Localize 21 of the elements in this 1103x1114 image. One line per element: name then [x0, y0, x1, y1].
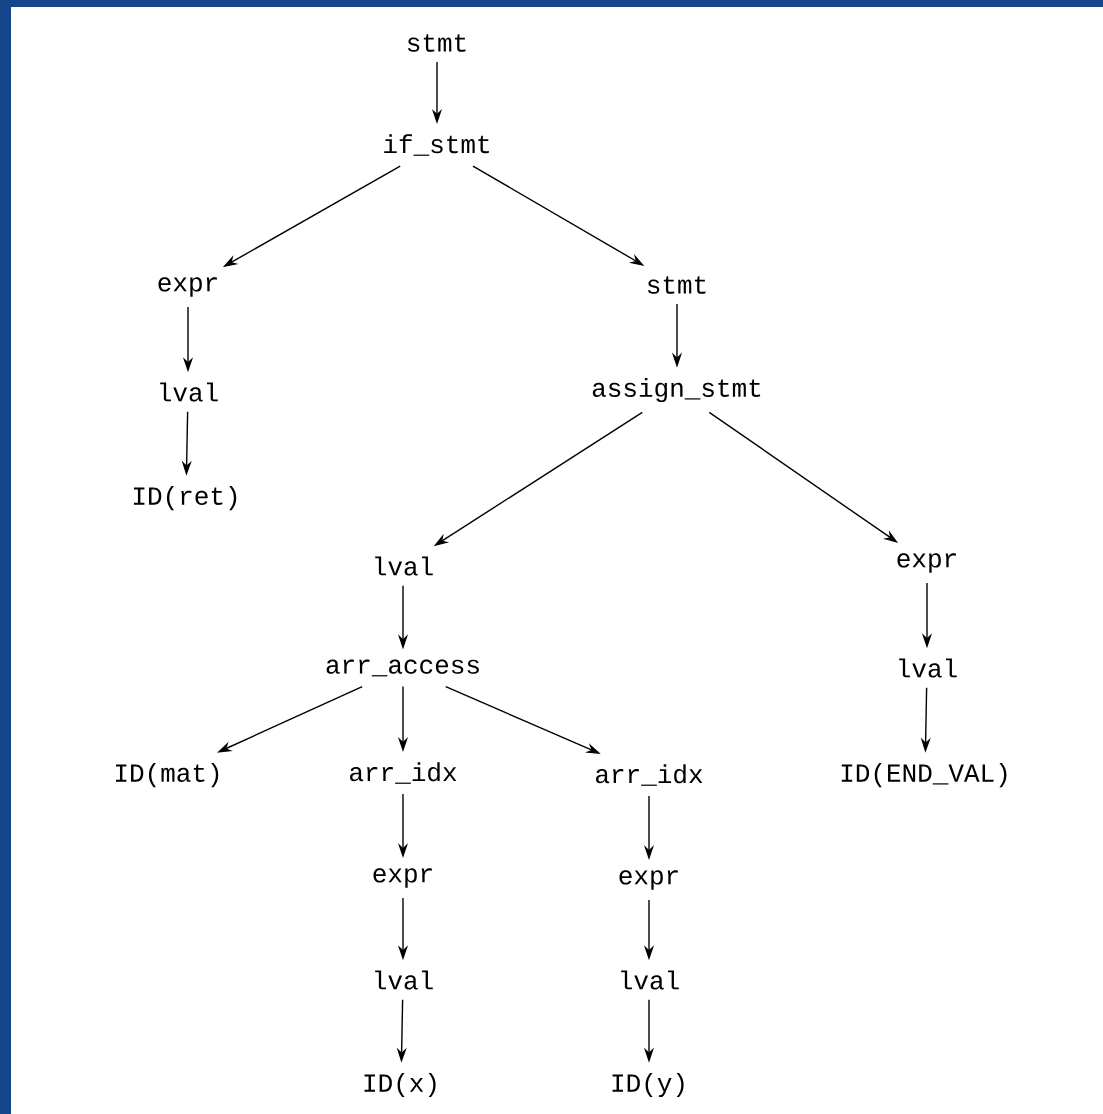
tree-node-label: stmt [647, 276, 706, 294]
tree-node-label: expr [158, 277, 217, 297]
tree-node-label: lval [621, 970, 679, 990]
tree-node-label: ID(mat) [115, 762, 219, 788]
tree-node-label: ID(x) [364, 1072, 436, 1098]
tree-node-label: lval [375, 556, 433, 576]
tree-node-label: expr [373, 868, 432, 888]
tree-node-label: lval [160, 382, 218, 402]
tree-node-label: lval [375, 970, 433, 990]
tree-node-label: expr [897, 553, 956, 573]
tree-node-label: ID(y) [612, 1072, 684, 1098]
tree-node-label: expr [619, 870, 678, 890]
tree-node-label: if_stmt [384, 134, 489, 156]
tree-node-label: stmt [407, 34, 466, 52]
tree-node-label: assign_stmt [592, 377, 761, 403]
tree-node-label: ID(END_VAL) [841, 762, 1007, 788]
tree-node-label: arr_idx [350, 762, 457, 784]
tree-node-label: arr_idx [596, 764, 703, 786]
tree-node-label: arr_access [326, 659, 479, 677]
tree-node-label: ID(ret) [133, 485, 237, 511]
tree-node-label: lval [899, 658, 957, 678]
